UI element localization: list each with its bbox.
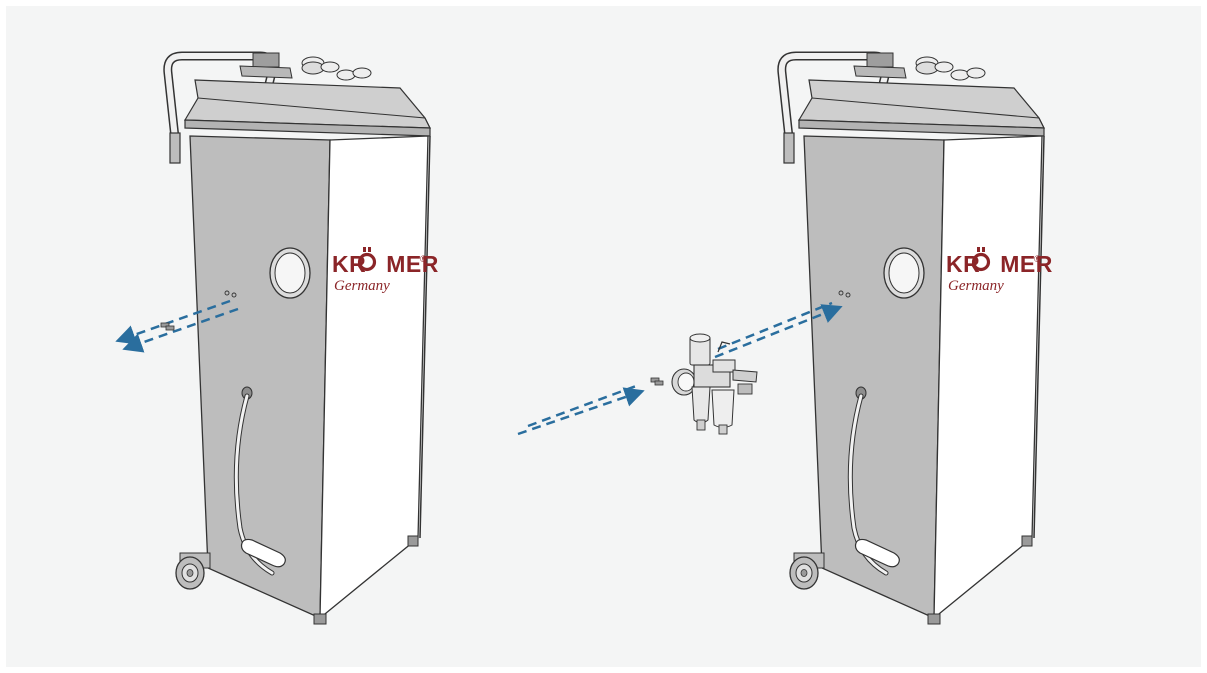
screw-icon-right [650,377,664,386]
screw-icon-left [160,322,175,331]
brand-o-symbol [357,247,377,272]
brand-o-symbol [971,247,991,272]
dashed-arrow-right-lower [517,384,645,436]
svg-text:Germany: Germany [334,278,390,294]
cabinet-right [782,53,1044,624]
svg-text:®: ® [1034,254,1041,264]
svg-text:Germany: Germany [948,278,1004,294]
svg-text:®: ® [420,254,427,264]
filter-regulator-icon [671,333,758,435]
dashed-arrow-right-upper [714,301,843,359]
dashed-arrow-left [115,299,239,353]
cabinet-left [168,53,430,624]
